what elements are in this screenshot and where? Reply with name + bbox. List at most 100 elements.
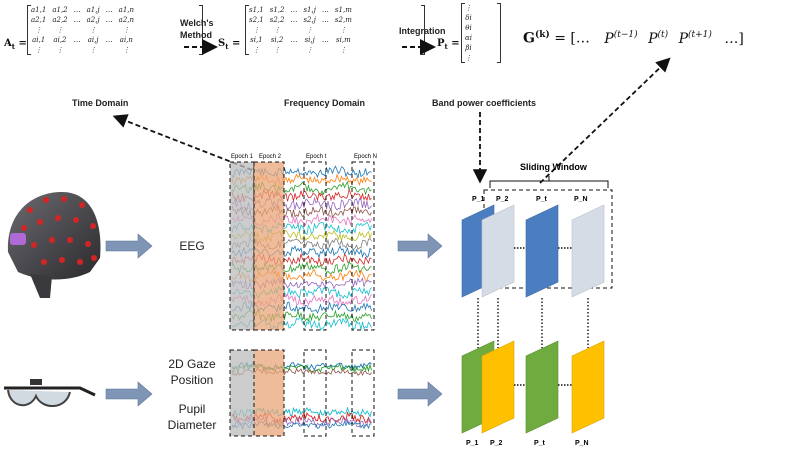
- matrixS-cell: s1,m: [334, 6, 352, 14]
- eeg-plane-p2: [481, 204, 515, 298]
- matrixA-cell: a1,j: [86, 6, 100, 14]
- welch-label-1: Welch's: [180, 18, 214, 28]
- gaze-label-pt: P_t: [534, 440, 546, 447]
- vectorP-cell: ⋮: [465, 54, 472, 62]
- pupil-label-line1: Pupil: [178, 402, 206, 416]
- gaze-plane-pt: [525, 340, 559, 434]
- gaze-epoch-2-window: [253, 349, 285, 437]
- matrixA-cell: ⋮: [35, 46, 43, 54]
- G-term-1-sup: (t−1): [613, 30, 638, 40]
- matrixA-cell: ai,1: [32, 36, 46, 44]
- matrixA-cell: ⋮: [122, 26, 130, 34]
- sliding-window-title: Sliding Window: [520, 162, 588, 172]
- gaze-epoch-n-window: [351, 349, 375, 437]
- glasses-to-gaze-arrow: [105, 381, 153, 407]
- vectorP-cell: αi: [465, 34, 472, 42]
- matrixS-cell: s1,2: [269, 6, 285, 14]
- epoch-1-label: Epoch 1: [231, 154, 254, 160]
- A-symbol: A: [4, 38, 12, 49]
- G-term-3: P: [678, 30, 689, 47]
- P-subscript: t: [444, 42, 448, 51]
- matrixA-cell: …: [105, 6, 113, 14]
- welch-label-2: Method: [180, 30, 212, 40]
- G-term-2-sup: (t): [657, 30, 669, 40]
- gaze-epoch-1-window: [229, 349, 255, 437]
- A-subscript: t: [11, 42, 15, 51]
- eeg-plane-pn: [571, 204, 605, 298]
- gaze-plane-pn: [571, 340, 605, 434]
- matrixA-cell: …: [73, 36, 81, 44]
- matrixA-cell: a2,n: [118, 16, 135, 24]
- eeg-label-pt: P_t: [536, 196, 548, 203]
- epoch-1-window: [229, 161, 255, 331]
- matrixS-cell: ⋮: [252, 26, 260, 34]
- matrixA-cell: ai,2: [53, 36, 67, 44]
- matrixA-cell: a1,n: [118, 6, 135, 14]
- matrixS-cell: s2,1: [249, 16, 264, 24]
- sliding-window-brace: [489, 180, 609, 188]
- epoch-t-window: [303, 161, 327, 331]
- matrixS-cell: si,m: [336, 36, 351, 44]
- matrixS-cell: ⋮: [306, 26, 314, 34]
- epoch-t-label: Epoch t: [306, 154, 327, 160]
- eeg-label-pn: P_N: [574, 196, 588, 203]
- epoch-2-label: Epoch 2: [259, 154, 282, 160]
- A-lhs: At =: [4, 38, 27, 51]
- matrixS-cell: s2,m: [334, 16, 352, 24]
- eeg-plane-pt: [525, 204, 559, 298]
- matrixS-cell: ⋮: [339, 46, 347, 54]
- matrixA-cell: ⋮: [89, 46, 97, 54]
- gaze-label-line1: 2D Gaze: [168, 357, 216, 371]
- matrixA-cell: a1,2: [52, 6, 68, 14]
- matrixA-cell: a2,j: [86, 16, 100, 24]
- eeg-label: EEG: [179, 239, 205, 253]
- matrixS-cell: ⋮: [273, 46, 281, 54]
- eeg-label-p2: P_2: [496, 196, 509, 203]
- gaze-label-pn: P_N: [575, 440, 589, 447]
- gaze-label-p2: P_2: [490, 440, 503, 447]
- matrixA-cell: ai,n: [119, 36, 133, 44]
- epoch-n-window: [351, 161, 375, 331]
- matrixS-cell: ⋮: [306, 46, 314, 54]
- G-term-3-sup: (t+1): [688, 30, 712, 40]
- matrixA-cell: ⋮: [56, 26, 64, 34]
- eeg-headset-icon: [7, 192, 101, 298]
- S-subscript: t: [225, 42, 229, 51]
- time-domain-label: Time Domain: [72, 98, 129, 108]
- gaze-label-line2: Position: [170, 373, 214, 387]
- matrixS-cell: ⋮: [273, 26, 281, 34]
- matrixS-cell: s2,2: [269, 16, 285, 24]
- matrixS-cell: s1,1: [249, 6, 264, 14]
- helmet-to-eeg-arrow: [105, 233, 153, 259]
- band-power-label: Band power coefficients: [432, 98, 537, 108]
- matrixS-cell: …: [321, 36, 329, 44]
- matrixA-cell: …: [105, 36, 113, 44]
- matrixA-cell: ⋮: [89, 26, 97, 34]
- integration-label: Integration: [399, 26, 446, 36]
- matrixA-cell: a2,1: [31, 16, 47, 24]
- frequency-domain-label: Frequency Domain: [284, 98, 366, 108]
- matrixA-cell: ⋮: [56, 46, 64, 54]
- matrixA-cell: …: [73, 6, 81, 14]
- matrixS-cell: si,1: [250, 36, 263, 44]
- eeg-to-window-arrow: [397, 233, 443, 259]
- matrixS-cell: …: [321, 16, 329, 24]
- gaze-label-p1: P_1: [466, 440, 479, 447]
- matrixS-cell: ⋮: [252, 46, 260, 54]
- G-open: […: [570, 30, 590, 47]
- epoch-2-window: [253, 161, 285, 331]
- G-term-1: P: [604, 30, 614, 47]
- S-symbol: S: [218, 38, 226, 49]
- P-symbol: P: [437, 38, 445, 49]
- matrixA-cell: ai,j: [87, 36, 99, 44]
- eye-tracker-glasses-icon: [4, 379, 96, 407]
- G-term-2: P: [648, 30, 658, 47]
- matrixA-cell: a2,2: [52, 16, 68, 24]
- matrixA-cell: ⋮: [122, 46, 130, 54]
- G-equation: G(k) = [… P(t−1) P(t) P(t+1) …]: [523, 30, 744, 47]
- vectorP-cell: δi: [465, 14, 472, 22]
- pupil-label-line2: Diameter: [167, 418, 217, 432]
